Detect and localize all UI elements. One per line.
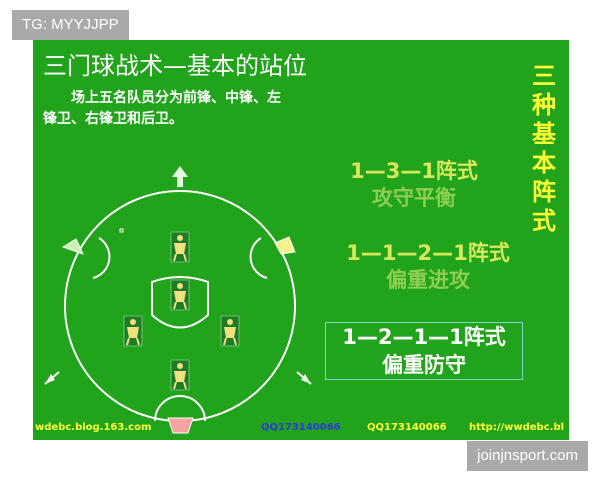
- left-gate: [61, 238, 84, 255]
- bottom-gate: [167, 417, 194, 434]
- player-right-wing: [220, 315, 240, 347]
- left-gate-arc: [92, 237, 111, 279]
- arrow-right-head-icon: [301, 374, 311, 384]
- field-diagram: [44, 166, 312, 434]
- side-title-char: 式: [532, 207, 556, 235]
- credit-qq-2: QQ173140066: [367, 422, 447, 433]
- slide-title: 三门球战术—基本的站位: [43, 52, 307, 80]
- watermark-bottom: joinjnsport.com: [467, 441, 588, 471]
- player-back: [170, 359, 190, 391]
- formation-desc: 偏重防守: [382, 353, 466, 377]
- formation-desc: 偏重进攻: [386, 268, 470, 292]
- credit-url: http://wwdebc.bl: [469, 422, 565, 433]
- credit-blog: wdebc.blog.163.com: [35, 422, 152, 433]
- player-left-wing: [123, 315, 143, 347]
- intro-text: 场上五名队员分为前锋、中锋、左锋卫、右锋卫和后卫。: [43, 90, 281, 127]
- side-title-char: 阵: [532, 178, 556, 206]
- side-title-char: 三: [532, 62, 556, 90]
- tactics-slide: 三门球战术—基本的站位 场上五名队员分为前锋、中锋、左锋卫、右锋卫和后卫。 三 …: [33, 40, 569, 440]
- formation-3: 1—2—1—1阵式 偏重防守: [325, 322, 523, 380]
- formation-name: 1—3—1阵式: [350, 159, 478, 183]
- credit-qq-1: QQ173140066: [261, 422, 341, 433]
- right-gate-arc: [249, 237, 268, 279]
- arrow-left-head-icon: [45, 374, 55, 384]
- watermark-top: TG: MYYJJPP: [12, 10, 129, 40]
- formation-name: 1—2—1—1阵式: [342, 325, 506, 349]
- bottom-gate-arc: [154, 395, 206, 422]
- formation-1: 1—3—1阵式 攻守平衡: [329, 158, 499, 212]
- formation-2: 1—1—2—1阵式 偏重进攻: [333, 240, 523, 294]
- field-marker: [119, 228, 124, 233]
- formation-desc: 攻守平衡: [372, 186, 456, 210]
- formation-name: 1—1—2—1阵式: [346, 241, 510, 265]
- player-center: [170, 279, 190, 311]
- side-title-char: 种: [532, 91, 556, 119]
- side-title: 三 种 基 本 阵 式: [530, 62, 558, 236]
- side-title-char: 本: [532, 149, 556, 177]
- right-gate: [274, 236, 296, 255]
- side-title-char: 基: [532, 120, 556, 148]
- player-forward: [170, 231, 190, 263]
- center-zone: [151, 276, 209, 329]
- arrow-up-icon: [172, 166, 188, 187]
